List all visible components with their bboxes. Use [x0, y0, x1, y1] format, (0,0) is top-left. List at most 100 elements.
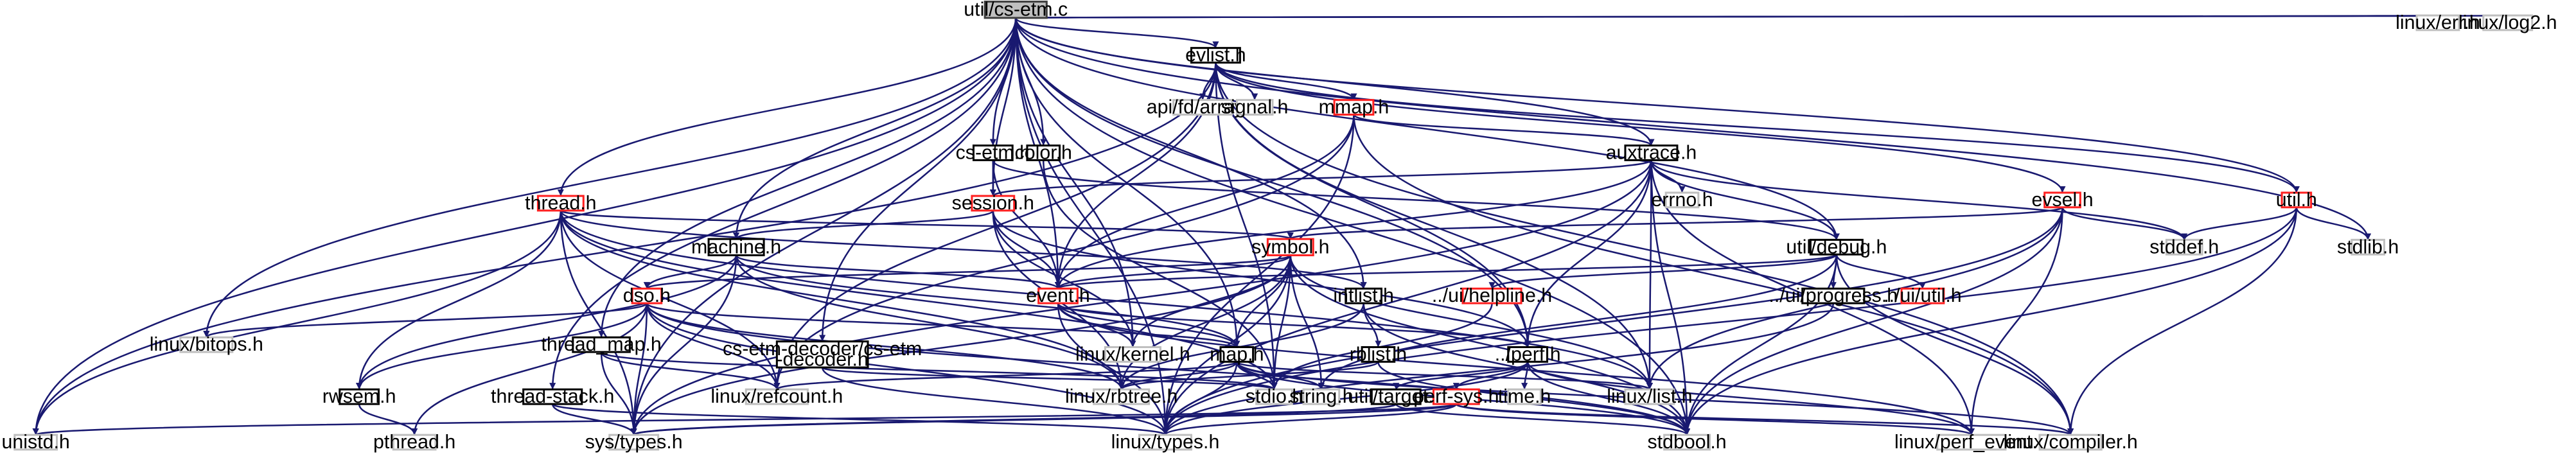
- node-stdbool[interactable]: stdbool.h: [1648, 432, 1727, 453]
- node-linux-types[interactable]: linux/types.h: [1111, 432, 1220, 453]
- node-refcount[interactable]: linux/refcount.h: [710, 386, 843, 407]
- node-box: [1801, 287, 1866, 304]
- node-event[interactable]: event.h: [1026, 285, 1090, 306]
- node-box: [339, 388, 380, 405]
- node-box: [1461, 287, 1522, 304]
- node-label: util.h: [2276, 189, 2317, 211]
- node-box: [1370, 388, 1422, 405]
- edge-thread-to-rbtree: [560, 210, 1125, 390]
- node-dso[interactable]: dso.h: [623, 285, 671, 306]
- node-box: [2280, 191, 2313, 209]
- node-rbtree[interactable]: linux/rbtree.h: [1065, 386, 1178, 407]
- edge-auxtrace-to-stdbool: [1650, 160, 1691, 435]
- node-thread-stack[interactable]: thread-stack.h: [491, 386, 614, 407]
- edge-cs_etm_c-to-unistd: [32, 17, 1017, 435]
- node-label: pthread.h: [373, 432, 455, 453]
- node-errno[interactable]: errno.h: [1651, 189, 1713, 211]
- edge-evsel-to-stddef: [2061, 207, 2188, 240]
- node-label: unistd.h: [2, 432, 70, 453]
- node-label: stdlib.h: [2337, 236, 2399, 258]
- node-bitops[interactable]: linux/bitops.h: [150, 334, 263, 355]
- node-auxtrace[interactable]: auxtrace.h: [1606, 142, 1697, 163]
- node-color[interactable]: color.h: [1015, 142, 1072, 163]
- node-progress[interactable]: ../ui/progress.h: [1769, 285, 1898, 306]
- node-intlist[interactable]: intlist.h: [1333, 285, 1393, 306]
- node-box: [1664, 191, 1700, 209]
- node-thread[interactable]: thread.h: [525, 193, 596, 214]
- node-stdlib[interactable]: stdlib.h: [2337, 236, 2399, 258]
- node-cs-etm-h[interactable]: cs-etm.h: [956, 142, 1030, 163]
- node-linux-kernel[interactable]: linux/kernel.h: [1075, 344, 1190, 365]
- node-util-target[interactable]: util/target.h: [1348, 386, 1444, 407]
- edge-util_debug-to-event: [1055, 253, 1838, 290]
- node-box: [2165, 238, 2203, 256]
- node-linux-list[interactable]: linux/list.h: [1607, 386, 1692, 407]
- edge-cs_etm_c-to-bitops: [203, 17, 1017, 338]
- node-time[interactable]: time.h: [1498, 386, 1551, 407]
- node-evlist[interactable]: evlist.h: [1185, 45, 1246, 66]
- node-util-debug[interactable]: util/debug.h: [1786, 236, 1887, 258]
- edge-evsel-to-stdbool: [1684, 207, 2063, 435]
- node-util-h[interactable]: util.h: [2276, 189, 2317, 211]
- node-rblist[interactable]: rblist.h: [1350, 344, 1407, 365]
- edge-symbol-to-event: [1055, 254, 1292, 289]
- node-pthread[interactable]: pthread.h: [373, 432, 455, 453]
- node-label: evsel.h: [2031, 189, 2093, 211]
- node-ui-util[interactable]: ../ui/util.h: [1883, 285, 1961, 306]
- node-label: cs-etm-decoder/cs-etm: [723, 338, 922, 360]
- edge-symbol-to-map: [1233, 255, 1292, 347]
- node-box: [1663, 434, 1711, 451]
- node-linux-err[interactable]: linux/err.h: [2395, 12, 2480, 33]
- node-box: [522, 388, 583, 405]
- edge-thread-to-symbol: [560, 209, 1294, 240]
- edge-progress-to-linux_types: [1162, 303, 1835, 435]
- node-box: [1219, 346, 1255, 363]
- edge-cs_etm_c-to-evlist: [1014, 17, 1219, 49]
- node-box: [1302, 388, 1341, 405]
- edge-dso-to-rwsem: [356, 303, 648, 390]
- node-sys-types[interactable]: sys/types.h: [585, 432, 683, 453]
- node-box: [972, 145, 1014, 161]
- node-box: [775, 340, 869, 369]
- node-box: [2351, 238, 2385, 256]
- edge-perf_h-to-util_target: [1393, 361, 1529, 390]
- node-signal[interactable]: signal.h: [1221, 97, 1289, 118]
- node-box: [1235, 99, 1274, 116]
- edge-event-to-linux_types: [1057, 303, 1169, 435]
- node-stddef[interactable]: stddef.h: [2149, 236, 2219, 258]
- node-machine[interactable]: machine.h: [691, 236, 781, 258]
- node-string[interactable]: string.h: [1289, 386, 1354, 407]
- edge-event-to-map: [1057, 303, 1240, 347]
- node-box: [1432, 388, 1480, 405]
- node-cs-etm-c[interactable]: util/cs-etm.c: [964, 0, 1068, 21]
- node-stdio[interactable]: stdio.h: [1246, 386, 1303, 407]
- node-cs-etm-decoder[interactable]: cs-etm-decoder/cs-etm-decoder.h: [723, 338, 922, 370]
- edge-util_h-to-stdbool: [1684, 207, 2298, 435]
- node-perf-event[interactable]: linux/perf_event.h: [1894, 432, 2049, 453]
- node-label: rwsem.h: [322, 386, 396, 407]
- node-label: linux/kernel.h: [1075, 344, 1190, 365]
- node-label: dso.h: [623, 285, 671, 306]
- node-linux-log2[interactable]: linux/log2.h: [2458, 12, 2557, 33]
- node-unistd[interactable]: unistd.h: [2, 432, 70, 453]
- node-helpline[interactable]: ../ui/helpline.h: [1432, 285, 1552, 306]
- edge-thread-to-rwsem: [356, 210, 562, 390]
- node-perf-sys[interactable]: perf-sys.h: [1413, 386, 1499, 407]
- node-perf-h[interactable]: ../perf.h: [1495, 344, 1561, 365]
- node-evsel[interactable]: evsel.h: [2031, 189, 2093, 211]
- node-label: linux/rbtree.h: [1065, 386, 1178, 407]
- edge-perf_h-to-perf_event: [1526, 361, 1975, 435]
- node-rwsem[interactable]: rwsem.h: [322, 386, 396, 407]
- node-symbol[interactable]: symbol.h: [1251, 236, 1329, 258]
- edge-color-to-stdio: [1042, 160, 1278, 390]
- node-compiler[interactable]: linux/compiler.h: [2004, 432, 2138, 453]
- node-label: linux/perf_event.h: [1894, 432, 2049, 453]
- edge-util_h-to-compiler: [2067, 207, 2298, 435]
- edge-map-to-refcount: [773, 361, 1238, 390]
- edge-cs_etm_c-to-cs_etm_decoder: [819, 17, 1017, 342]
- node-map[interactable]: map.h: [1210, 344, 1264, 365]
- node-thread-map[interactable]: thread_map.h: [541, 334, 661, 355]
- node-session[interactable]: session.h: [952, 193, 1034, 214]
- node-mmap[interactable]: mmap.h: [1319, 97, 1389, 118]
- edge-map-to-linux_list: [1236, 361, 1653, 390]
